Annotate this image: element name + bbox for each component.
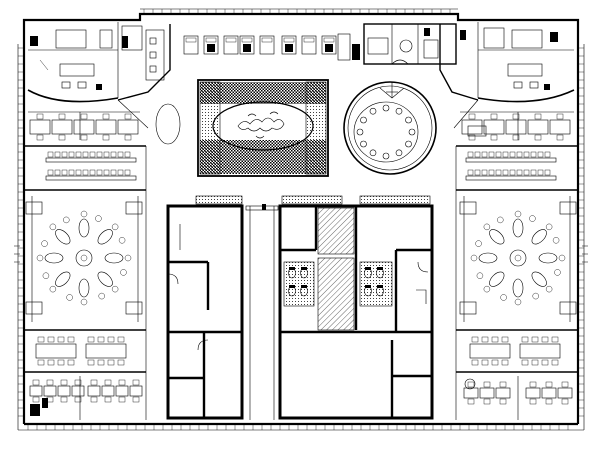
central-rect-feature <box>197 79 329 177</box>
exec-suite-right <box>439 22 575 129</box>
right-training-room <box>465 151 557 181</box>
exec-suite-left <box>27 22 171 129</box>
toilet-fixtures <box>288 267 384 297</box>
left-bottom-desks <box>29 376 143 420</box>
left-training-room <box>45 151 137 181</box>
reception-top-right <box>363 23 466 65</box>
round-feature-seats <box>356 104 416 160</box>
outer-shell <box>17 8 585 431</box>
central-round-feature <box>343 81 437 175</box>
right-workstations <box>460 111 574 141</box>
left-meeting-tables <box>32 329 132 366</box>
left-round-tables <box>25 201 143 315</box>
oval-rug <box>155 103 181 145</box>
window-mullions <box>18 9 584 430</box>
lobby-seating-row <box>183 33 360 61</box>
left-workstations <box>28 111 140 141</box>
right-round-tables <box>459 201 577 315</box>
right-bottom-desks <box>463 376 573 420</box>
right-meeting-tables <box>466 329 566 366</box>
core-block <box>166 195 434 420</box>
